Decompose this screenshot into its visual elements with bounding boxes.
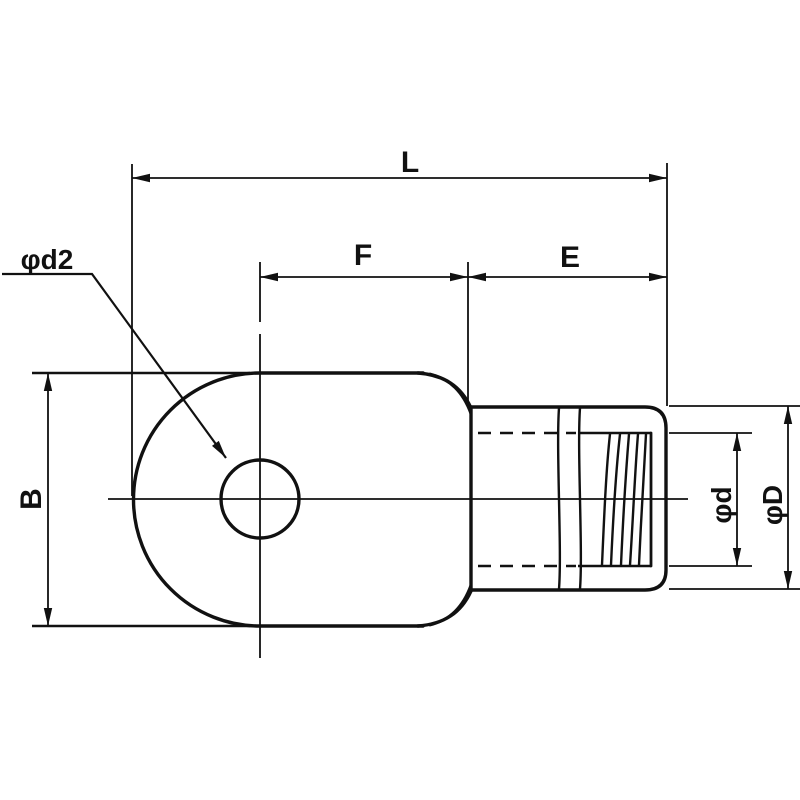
arrowhead-d-top <box>732 433 742 451</box>
arrowhead-L-right <box>649 173 667 183</box>
arrowhead-d-bottom <box>732 548 742 566</box>
neck-top-inner <box>428 372 473 416</box>
label-barrel-length: E <box>560 241 580 274</box>
label-tongue-width: B <box>15 488 48 510</box>
arrowhead-D-top <box>783 406 793 424</box>
label-tongue-length: F <box>354 239 372 272</box>
crimp-line-1 <box>556 406 562 591</box>
arrowhead-B-top <box>43 373 53 391</box>
wire-strand-1 <box>600 432 612 567</box>
label-stud-hole-dia: φd2 <box>21 244 74 275</box>
terminal-body <box>131 371 668 628</box>
wire-strands <box>600 432 648 567</box>
neck-bottom-inner <box>428 583 473 627</box>
crimp-line-2 <box>577 406 583 591</box>
arrowhead-F-left <box>260 272 278 282</box>
centerlines <box>108 262 688 658</box>
dimension-lines <box>2 173 793 626</box>
barrel-outline <box>469 405 668 592</box>
label-barrel-outer-dia: φD <box>757 485 788 525</box>
label-overall-length: L <box>401 146 419 179</box>
arrowhead-d2-leader <box>212 440 226 458</box>
arrowhead-L-left <box>132 173 150 183</box>
wire-strand-4 <box>628 432 640 567</box>
wire-strand-2 <box>609 432 622 567</box>
label-wire-hole-dia: φd <box>706 486 737 523</box>
wire-strand-3 <box>619 432 631 567</box>
arrowhead-B-bottom <box>43 608 53 626</box>
arrowhead-E-right <box>649 272 667 282</box>
stud-hole-circle <box>219 458 301 540</box>
arrowhead-E-left <box>468 272 486 282</box>
dimension-labels: L F E φd2 B φd φD <box>15 146 788 525</box>
wire-strand-5 <box>637 432 648 567</box>
arrowhead-F-right <box>450 272 468 282</box>
leader-line-d2 <box>2 272 227 459</box>
tongue-outline <box>131 371 425 628</box>
extension-lines <box>32 163 800 628</box>
arrowhead-D-bottom <box>783 571 793 589</box>
